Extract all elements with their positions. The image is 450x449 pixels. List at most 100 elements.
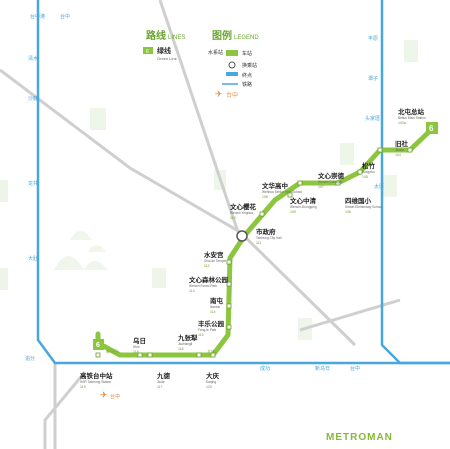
station-name-en-fengle: Feng-le Park [198, 328, 217, 332]
station-code-shuian: 112 [204, 264, 210, 268]
station-name-daqing[interactable]: 大庆 [206, 371, 220, 380]
mountain-decor [88, 245, 106, 252]
station-name-en-shizhengfu: Taichung City Hall [256, 236, 282, 240]
legend-line-name-en: Green Line [157, 56, 178, 61]
station-code-wenhua: 108 [262, 195, 268, 199]
station-code-jiushe: 104 [395, 153, 401, 157]
station-name-en-shuian: Shui-an Temple [204, 259, 226, 263]
rail-label: 太原 [374, 183, 384, 190]
station-code-chongde: 107 [318, 185, 324, 189]
station-name-songzhu[interactable]: 松竹 [362, 161, 376, 170]
legend-title: 图例 [212, 29, 232, 42]
station-marker-yinghua[interactable] [259, 211, 265, 217]
rail-label: 台中 [350, 365, 360, 372]
rail-label: 新乌日 [315, 365, 330, 372]
hsr-badge-text: 6 [96, 342, 100, 349]
station-name-nantun[interactable]: 南屯 [210, 296, 224, 305]
legend-interchange-label: 换乘站 [242, 62, 257, 69]
bg-block [0, 268, 8, 290]
station-marker-songzhu[interactable] [377, 147, 383, 153]
station-name-yinghua[interactable]: 文心樱花 [229, 202, 257, 211]
station-name-jiuzhangli[interactable]: 九张犁 [177, 333, 198, 342]
station-marker-wuri[interactable] [137, 352, 143, 358]
station-code-wuri: 118 [133, 350, 139, 354]
gray-rail-right [299, 298, 401, 332]
station-code-senlin: 113 [189, 289, 195, 293]
station-name-en-wuri: Wuri [133, 345, 140, 349]
station-code-sihe: 106 [345, 210, 351, 214]
station-name-en-zhongqing: Wenxin Zhongqing [290, 205, 317, 209]
legend-station-label: 车站 [242, 50, 252, 57]
beitun-badge [426, 122, 438, 134]
airplane-icon: ✈ [215, 90, 223, 100]
station-name-en-jiushe: Jiushe [395, 148, 404, 152]
railway-right [380, 0, 450, 365]
station-marker-jiuzhangli[interactable] [196, 352, 202, 358]
station-marker-chongde[interactable] [335, 180, 341, 186]
rail-label: 龙井 [28, 180, 38, 187]
hsr-badge [93, 339, 104, 350]
station-name-wuri[interactable]: 乌日 [133, 336, 146, 345]
beitun-badge-text: 6 [429, 124, 434, 133]
station-name-beitun[interactable]: 北屯总站 [398, 107, 425, 116]
rail-label: 沙鹿 [28, 95, 38, 102]
station-marker-zhongqing[interactable] [287, 192, 293, 198]
station-name-hsr[interactable]: 高铁台中站 [80, 371, 113, 380]
rail-label: 头家厝 [365, 115, 380, 122]
terminal-badges: 6 6 新乌日 ✈ 台中 大庆 [93, 122, 438, 401]
station-name-en-nantun: Nantun [210, 305, 221, 309]
station-name-senlin[interactable]: 文心森林公园 [188, 275, 229, 284]
brand-logo: METROMAN [326, 432, 393, 443]
daqing-sub: 大庆 [207, 348, 215, 354]
station-marker-nantun[interactable] [226, 303, 232, 309]
legend: 路线 LINES 6 绿线 Green Line 图例 LEGEND 水系站 车… [143, 29, 259, 100]
gray-rail-upper [158, 0, 240, 233]
legend-terminal-swatch [226, 72, 238, 76]
legend-lines-title: 路线 [146, 29, 166, 42]
rail-label: 追分 [25, 355, 35, 362]
station-marker-shuian[interactable] [226, 259, 232, 265]
rail-label: 成功 [260, 365, 270, 372]
station-name-wenhua[interactable]: 文华高中 [261, 181, 288, 190]
legend-terminal-label: 终点 [242, 72, 252, 79]
bg-block [340, 143, 354, 165]
station-name-en-hsr: HSR Taichung Station [80, 380, 111, 384]
station-name-en-beitun: Beitun Main Station [398, 116, 426, 120]
station-code-shizhengfu: 111 [256, 241, 261, 245]
hsr-badge-sub: 新乌日 [106, 348, 118, 354]
station-marker-senlin[interactable] [226, 281, 232, 287]
station-marker-jiushe[interactable] [407, 147, 413, 153]
station-code-zhongqing: 109 [290, 210, 296, 214]
hsr-airport-label: 台中 [110, 393, 120, 400]
station-name-fengle[interactable]: 丰乐公园 [198, 319, 225, 328]
station-code-songzhu: 105 [362, 175, 368, 179]
rail-label: 台中 [60, 13, 70, 20]
station-name-chongde[interactable]: 文心崇德 [317, 171, 345, 180]
station-marker-hsr[interactable] [95, 352, 101, 358]
railway-left [36, 0, 450, 365]
station-name-en-yinghua: Wenxin Yinghua [230, 211, 253, 215]
station-marker-daqing[interactable] [210, 352, 216, 358]
railway [36, 0, 450, 365]
station-name-sihe[interactable]: 四维国小 [345, 196, 372, 205]
interchange-marker[interactable] [236, 230, 248, 242]
station-name-en-daqing: Daqing [206, 380, 216, 384]
legend-interchange-swatch [228, 61, 236, 69]
station-code-fengle: 115 [198, 333, 204, 337]
background-decor [0, 40, 418, 340]
station-marker-wenhua[interactable] [297, 180, 303, 186]
rail-label: 潭子 [368, 75, 378, 82]
gray-rail-hsr [43, 371, 87, 449]
station-name-jiushe[interactable]: 旧社 [395, 139, 409, 148]
station-name-shuian[interactable]: 水安宫 [204, 250, 224, 259]
station-name-en-jiude: Jiude [157, 380, 165, 384]
station-name-shizhengfu[interactable]: 市政府 [256, 227, 276, 236]
station-name-jiude[interactable]: 九德 [156, 371, 171, 380]
station-marker-jiude[interactable] [147, 352, 153, 358]
bg-block [152, 268, 166, 288]
station-marker-fengle[interactable] [226, 324, 232, 330]
station-marker-sihe[interactable] [357, 169, 363, 175]
station-name-zhongqing[interactable]: 文心中清 [289, 196, 317, 205]
